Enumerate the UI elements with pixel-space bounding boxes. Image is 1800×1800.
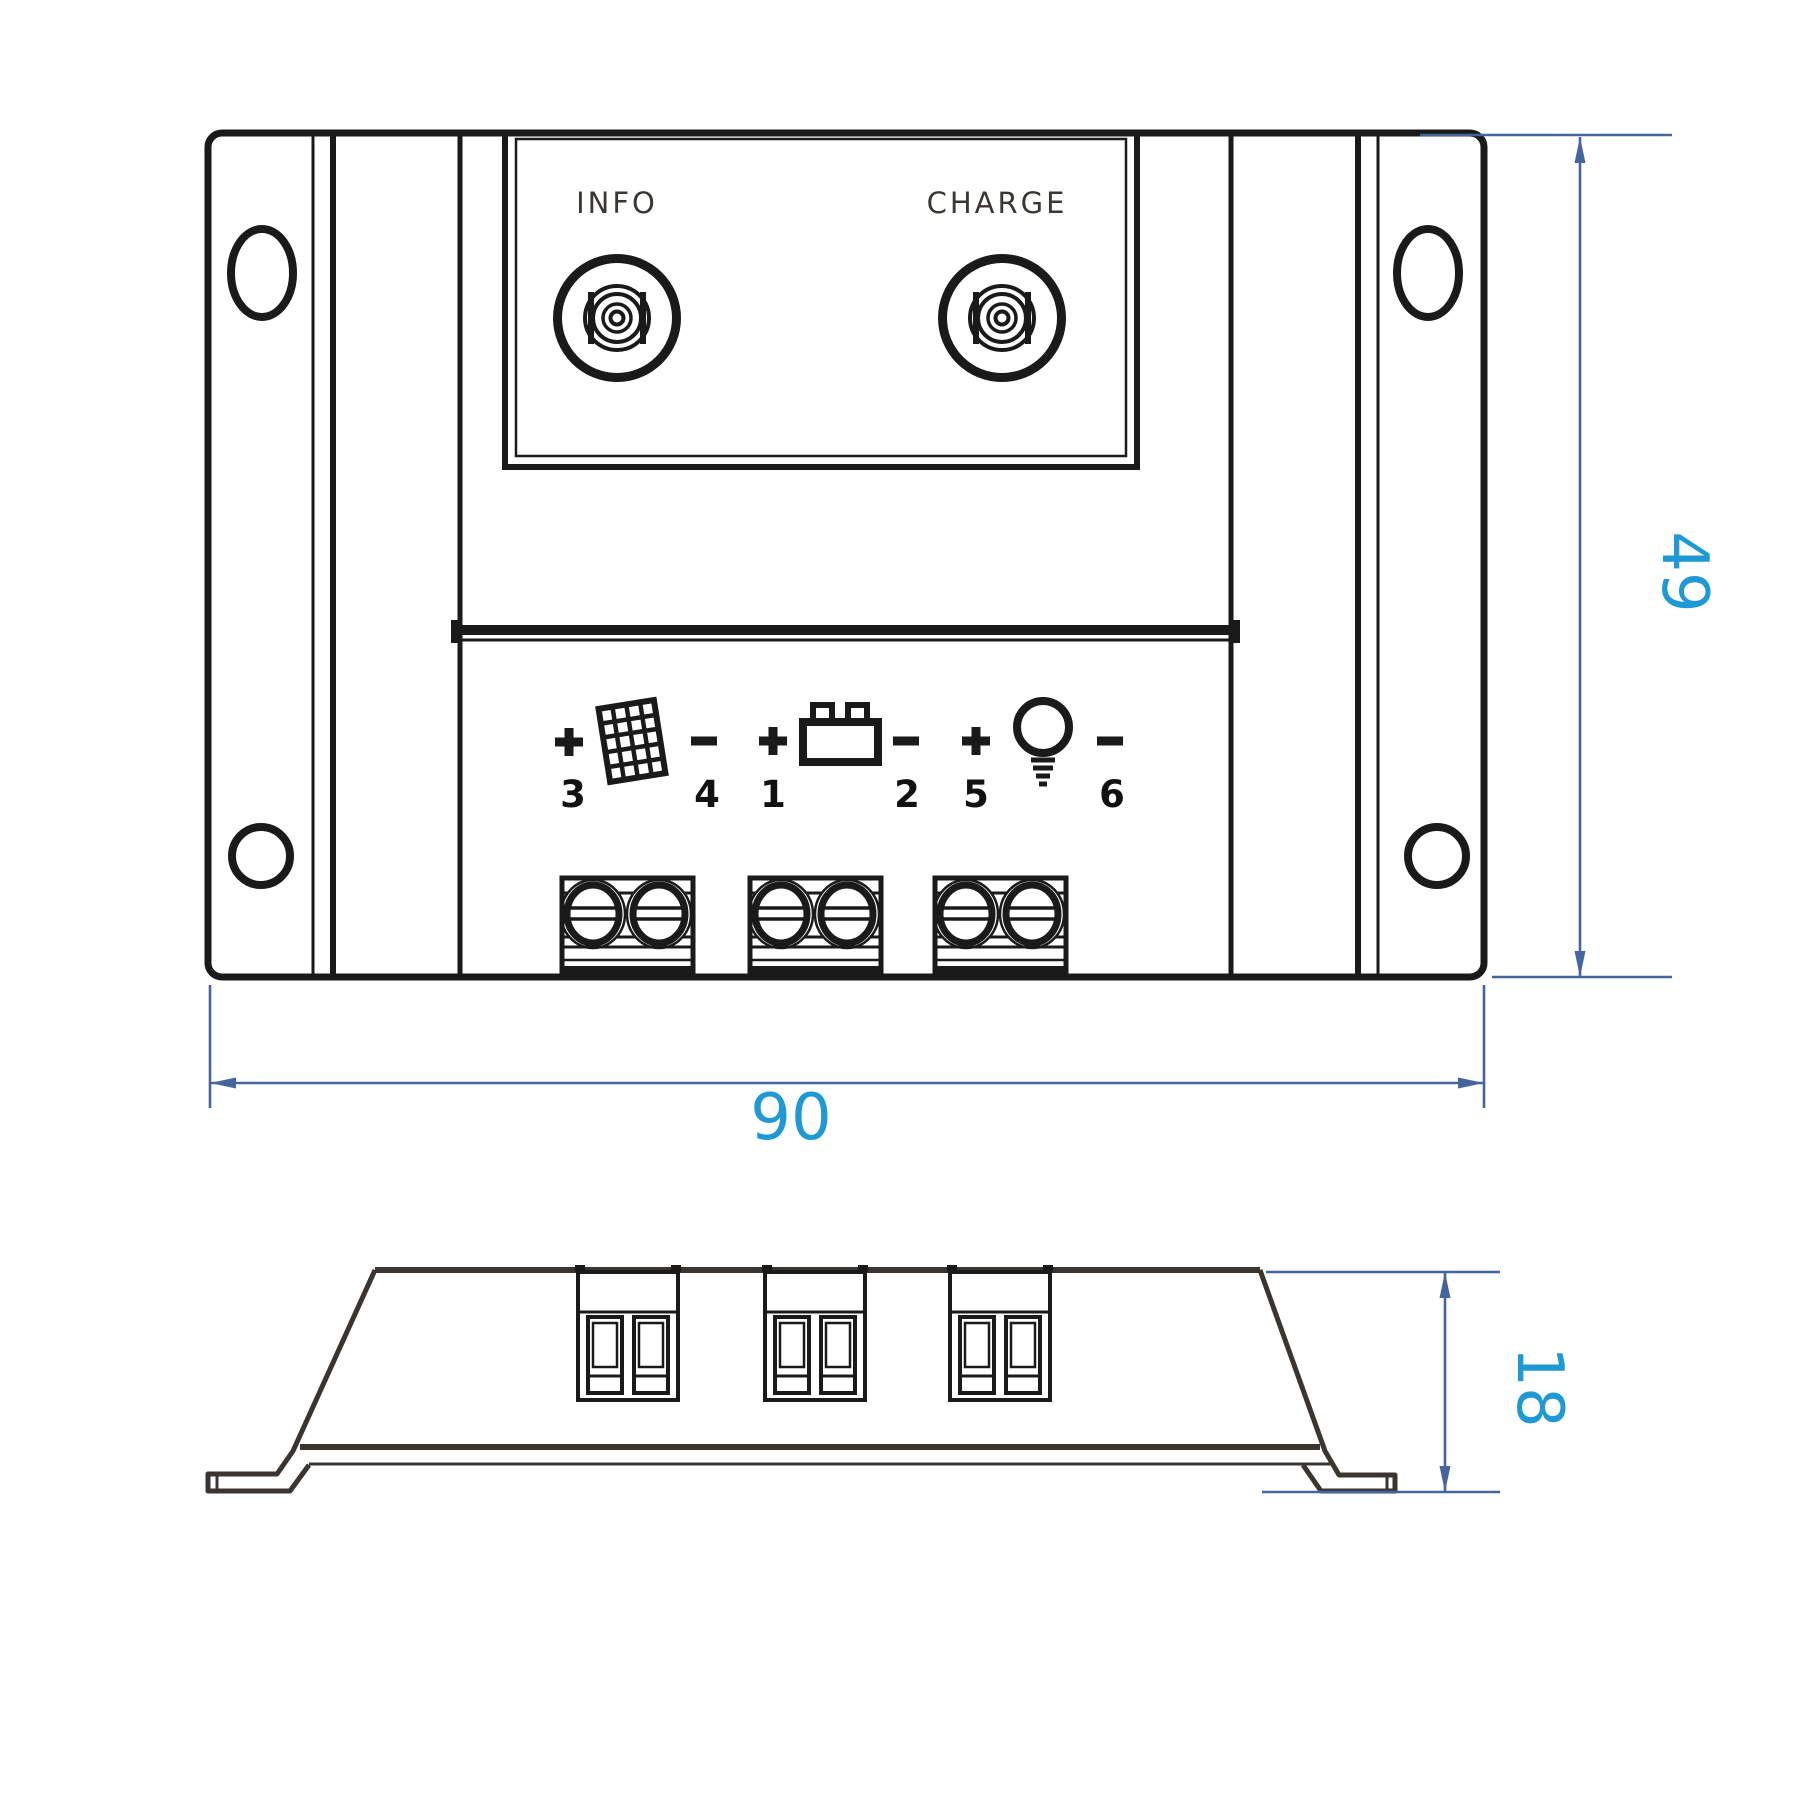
side-left-flange — [205, 1268, 378, 1494]
dimension-depth: 18 — [1262, 1270, 1576, 1494]
battery-plus-sign — [759, 727, 787, 755]
terminal-number-3: 3 — [560, 773, 586, 816]
lid-parting-line — [451, 620, 1240, 643]
solar-plus-sign — [555, 728, 583, 756]
mounting-slot-top-right — [1393, 225, 1463, 321]
battery-terminal-group: 1 2 — [759, 702, 920, 816]
side-view — [205, 1265, 1398, 1494]
side-terminal-group-solar — [575, 1265, 681, 1400]
terminal-number-2: 2 — [894, 773, 920, 816]
terminal-number-4: 4 — [694, 773, 720, 816]
mounting-hole-bottom-right — [1404, 823, 1470, 889]
info-led-icon — [558, 259, 677, 378]
lamp-icon — [1013, 697, 1073, 787]
battery-minus-sign — [893, 736, 919, 746]
indicator-panel-outer — [502, 130, 1140, 470]
dimension-height: 49 — [1420, 133, 1721, 979]
dimensions: 90 49 18 — [208, 133, 1721, 1494]
width-dimension-value: 90 — [750, 1081, 831, 1155]
indicator-panel-inner — [514, 137, 1128, 458]
terminal-block-load — [934, 878, 1066, 975]
info-label: INFO — [576, 186, 658, 220]
load-minus-sign — [1097, 736, 1123, 746]
mounting-slot-top-left — [227, 225, 297, 321]
load-plus-sign — [962, 727, 990, 755]
solar-panel-icon — [595, 696, 669, 786]
charge-label: CHARGE — [927, 186, 1068, 220]
terminal-number-1: 1 — [760, 773, 786, 816]
load-terminal-group: 5 6 — [962, 697, 1125, 816]
solar-terminal-group: 3 4 — [555, 696, 720, 816]
charge-led-icon — [943, 259, 1062, 378]
side-terminal-group-battery — [762, 1265, 868, 1400]
battery-icon — [799, 702, 882, 766]
dimension-width: 90 — [208, 985, 1486, 1155]
depth-dimension-value: 18 — [1502, 1346, 1576, 1427]
side-right-flange — [1257, 1269, 1398, 1494]
height-dimension-value: 49 — [1647, 531, 1721, 612]
terminal-block-solar — [561, 878, 693, 975]
front-view: INFO CHARGE — [204, 129, 1488, 981]
mounting-hole-bottom-left — [228, 823, 294, 889]
terminal-number-5: 5 — [963, 773, 989, 816]
solar-minus-sign — [691, 736, 717, 746]
side-terminal-group-load — [947, 1265, 1053, 1400]
front-outline — [204, 129, 1488, 981]
terminal-symbols: 3 4 1 2 — [555, 696, 1125, 816]
terminal-number-6: 6 — [1099, 773, 1125, 816]
terminal-block-battery — [749, 878, 881, 975]
